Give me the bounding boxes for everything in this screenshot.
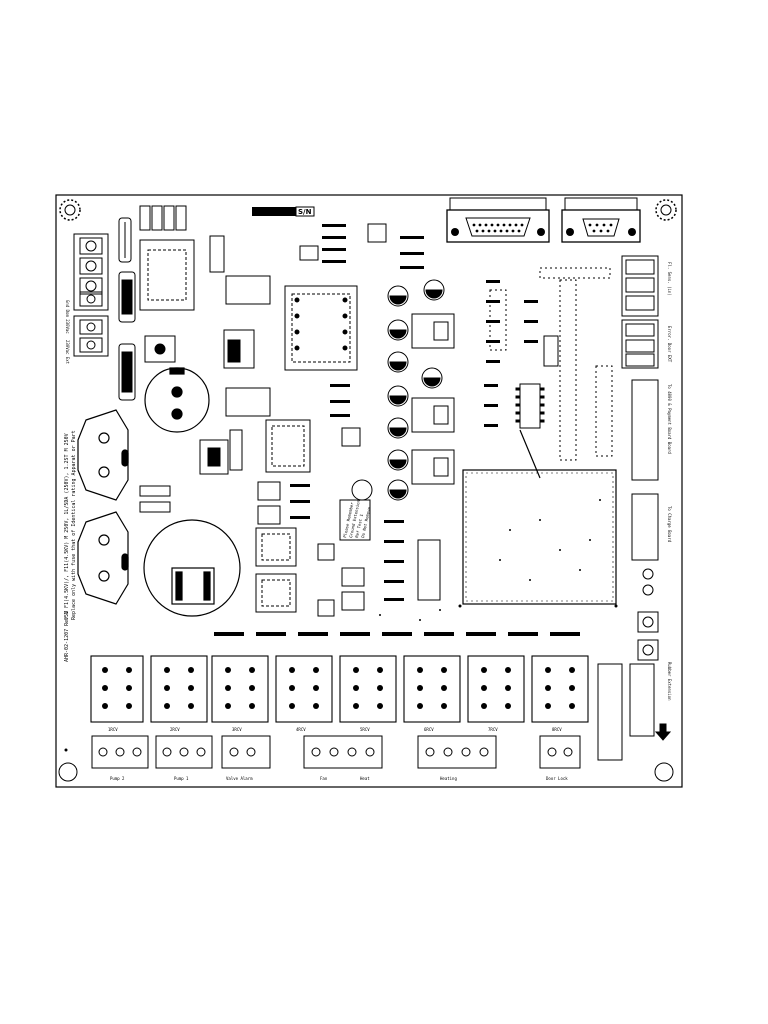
buzzer-and-switches [637, 568, 659, 661]
terminal-labels: Pump 2 Pump 1 Valve Alarm Fan Heat Heati… [110, 776, 568, 781]
program-label: Please Remember Ground Extension Ref Tes… [342, 499, 372, 538]
small-relays [317, 427, 441, 617]
ribbon-header-bottom [597, 663, 672, 761]
svg-text:5RCV: 5RCV [360, 727, 370, 732]
relay-bank [90, 655, 589, 723]
vias [64, 499, 618, 752]
mounting-hole-top-left [59, 199, 81, 221]
svg-text:Fan: Fan [320, 776, 328, 781]
ac-terminal-block-top [73, 233, 109, 311]
mounting-hole-bottom-right [654, 762, 674, 782]
fuse-holder-1 [118, 217, 132, 263]
main-processor-module [462, 429, 617, 605]
svg-text:2RCV: 2RCV [170, 727, 180, 732]
fuse-rating-note: F5V F1(4.5KV)/, F11(4.5KV) M 250V, 1L/5D… [64, 430, 77, 662]
relay-upper-left [139, 239, 195, 311]
svg-text:AHR-02-1207 Rev.B: AHR-02-1207 Rev.B [64, 611, 70, 662]
svg-text:Heat: Heat [360, 776, 370, 781]
program-label-box [339, 499, 371, 541]
screw-terminals [91, 735, 581, 769]
ac-label-line: Gnd Dom 230Vac [65, 300, 70, 334]
svg-text:4RCV: 4RCV [296, 727, 306, 732]
fuse-holder-3 [118, 343, 136, 401]
left-mid-components [139, 223, 387, 525]
passive-components [214, 224, 580, 636]
connector-right-mid [621, 319, 659, 369]
svg-text:Do Not Remove: Do Not Remove [360, 506, 372, 538]
svg-text:Replace only with fuse that of: Replace only with fuse that of Identical… [71, 430, 77, 620]
right-label-mid: Error. Door EXT [667, 326, 672, 363]
relay-mid-left-1 [255, 527, 297, 567]
relay-center-top [284, 285, 358, 371]
svg-text:1RCV: 1RCV [108, 727, 118, 732]
capacitor-column [351, 279, 445, 501]
ribbon-header-charge [631, 493, 659, 561]
relay-bank-labels: 1RCV 2RCV 3RCV 4RCV 5RCV 6RCV 7RCV 8RCV [108, 727, 562, 732]
svg-text:8RCV: 8RCV [552, 727, 562, 732]
mounting-hole-bottom-left [58, 762, 78, 782]
relay-bank-pins [102, 667, 575, 709]
transformer-2 [77, 511, 129, 605]
resistor-arrays [489, 267, 613, 461]
ribbon-header-long [631, 379, 659, 481]
large-capacitor-2 [143, 519, 241, 617]
capacitor-row-top [139, 205, 187, 231]
serial-number-label: S/N [298, 208, 312, 216]
svg-text:F5V F1(4.5KV)/, F11(4.5KV) M 2: F5V F1(4.5KV)/, F11(4.5KV) M 250V, 1L/5D… [64, 433, 70, 620]
svg-text:Heating: Heating [440, 776, 457, 781]
db25-connector [446, 197, 550, 243]
fuse-holder-2 [118, 271, 136, 323]
right-label-below: Rubber Extension [667, 662, 672, 701]
svg-text:6RCV: 6RCV [424, 727, 434, 732]
svg-text:3RCV: 3RCV [232, 727, 242, 732]
connector-right-top [621, 255, 659, 317]
svg-text:Ref Test 1: Ref Test 1 [354, 513, 364, 538]
mounting-hole-top-right [655, 199, 677, 221]
right-label-top: Fl. Sens. (in) [667, 262, 672, 296]
svg-text:Door Lock: Door Lock [546, 776, 568, 781]
svg-text:Pump 1: Pump 1 [174, 776, 189, 781]
db9-connector [561, 197, 641, 243]
relay-mid-left-2 [255, 573, 297, 613]
ic-column-right [515, 335, 559, 429]
svg-text:7RCV: 7RCV [488, 727, 498, 732]
ac-terminal-block-bottom [73, 315, 109, 357]
large-capacitor-1 [144, 367, 210, 433]
svg-text:Pump 2: Pump 2 [110, 776, 125, 781]
svg-text:Valve Alarm: Valve Alarm [226, 776, 253, 781]
right-label-long: To 4000 & Payment Board Board [667, 384, 672, 454]
relay-small [265, 419, 311, 473]
serial-number-field: S/N [252, 206, 315, 217]
right-label-charge: To Charge Board [667, 506, 672, 543]
board-outline [55, 194, 683, 788]
heatsinks [225, 275, 455, 485]
transformer-1 [77, 409, 129, 501]
ac-label-inlet-b: 230Vac Ext [65, 340, 70, 365]
